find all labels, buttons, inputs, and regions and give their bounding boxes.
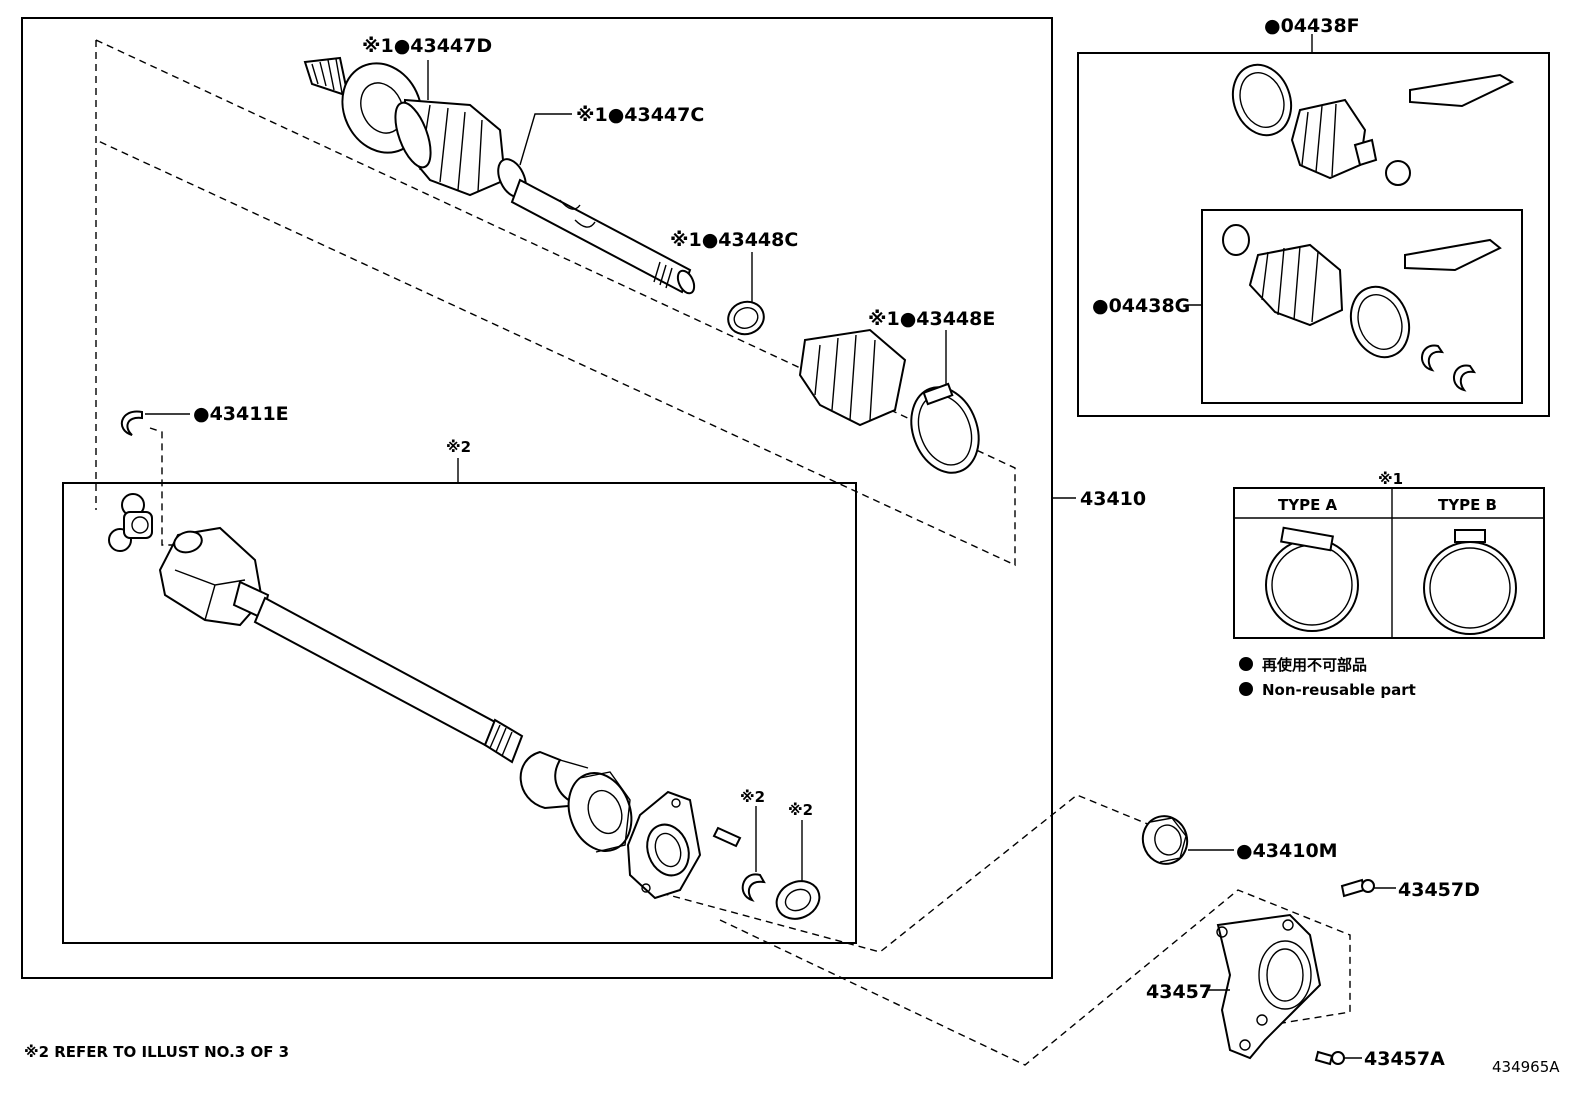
- label-43457A: 43457A: [1364, 1048, 1445, 1070]
- center-bearing: [567, 771, 633, 853]
- dust-deflector: [519, 750, 589, 810]
- snap-ring-small: [741, 873, 766, 902]
- snap-ring-43411E: [120, 410, 190, 436]
- inboard-drive-shaft: [158, 526, 524, 764]
- inboard-boot: [798, 328, 907, 427]
- label-43411E: ●43411E: [193, 403, 289, 425]
- label-43448C: ※1●43448C: [670, 229, 798, 251]
- footnote-refer: ※2 REFER TO ILLUST NO.3 OF 3: [24, 1043, 289, 1061]
- label-note2a: ※2: [740, 788, 765, 806]
- legend-dot-en: [1239, 682, 1253, 696]
- bolt-43457A: [1314, 1050, 1362, 1066]
- outboard-drive-shaft: [303, 56, 696, 295]
- label-note2: ※2: [446, 438, 471, 456]
- pin: [712, 826, 742, 848]
- label-43457: 43457: [1146, 981, 1212, 1003]
- leader-43447C: [519, 113, 572, 166]
- clamp-type-table: [1233, 487, 1545, 639]
- outboard-dashed-outline: [95, 39, 1016, 567]
- clamp-type-a-illustration: [1265, 526, 1359, 632]
- bolt-43457D: [1340, 878, 1396, 898]
- oil-seal-small: [775, 880, 821, 920]
- tripod-dashed-link: [149, 427, 178, 546]
- large-clamp-43448E: [910, 382, 980, 474]
- oil-seal-43410M: [1141, 815, 1234, 865]
- small-clamp-43448C: [727, 300, 765, 336]
- label-43410: 43410: [1080, 488, 1146, 510]
- bracket-dashed-link: [719, 889, 1351, 1066]
- bracket-43457: [1206, 913, 1322, 1060]
- legend-dot-jp: [1239, 657, 1253, 671]
- bearing-dashed-link: [649, 794, 1151, 953]
- label-43448E: ※1●43448E: [868, 308, 995, 330]
- label-43410M: ●43410M: [1236, 840, 1338, 862]
- assembly-43410-frame: [21, 17, 1053, 979]
- label-43447C: ※1●43447C: [576, 104, 704, 126]
- clamp-type-b-illustration: [1423, 529, 1517, 635]
- label-note2b: ※2: [788, 801, 813, 819]
- label-43457D: 43457D: [1398, 879, 1480, 901]
- tripod-joint: [108, 493, 153, 552]
- label-type-a: TYPE A: [1278, 496, 1338, 514]
- legend-text-jp: 再使用不可部品: [1262, 656, 1367, 674]
- label-note1: ※1: [1378, 470, 1403, 488]
- label-04438F: ●04438F: [1264, 15, 1360, 37]
- illustration-number: 434965A: [1492, 1058, 1560, 1076]
- boot-kit-04438G-frame: [1201, 209, 1523, 404]
- boot-kit-04438F-frame: [1077, 52, 1550, 417]
- inboard-assembly-frame: [62, 482, 857, 944]
- boot-kit-04438F: [1231, 34, 1515, 186]
- bearing-bracket: [626, 790, 702, 900]
- boot-kit-04438G: [1185, 224, 1502, 392]
- label-43447D: ※1●43447D: [362, 35, 492, 57]
- label-type-b: TYPE B: [1438, 496, 1497, 514]
- legend-text-en: Non-reusable part: [1262, 681, 1416, 699]
- label-04438G: ●04438G: [1092, 295, 1190, 317]
